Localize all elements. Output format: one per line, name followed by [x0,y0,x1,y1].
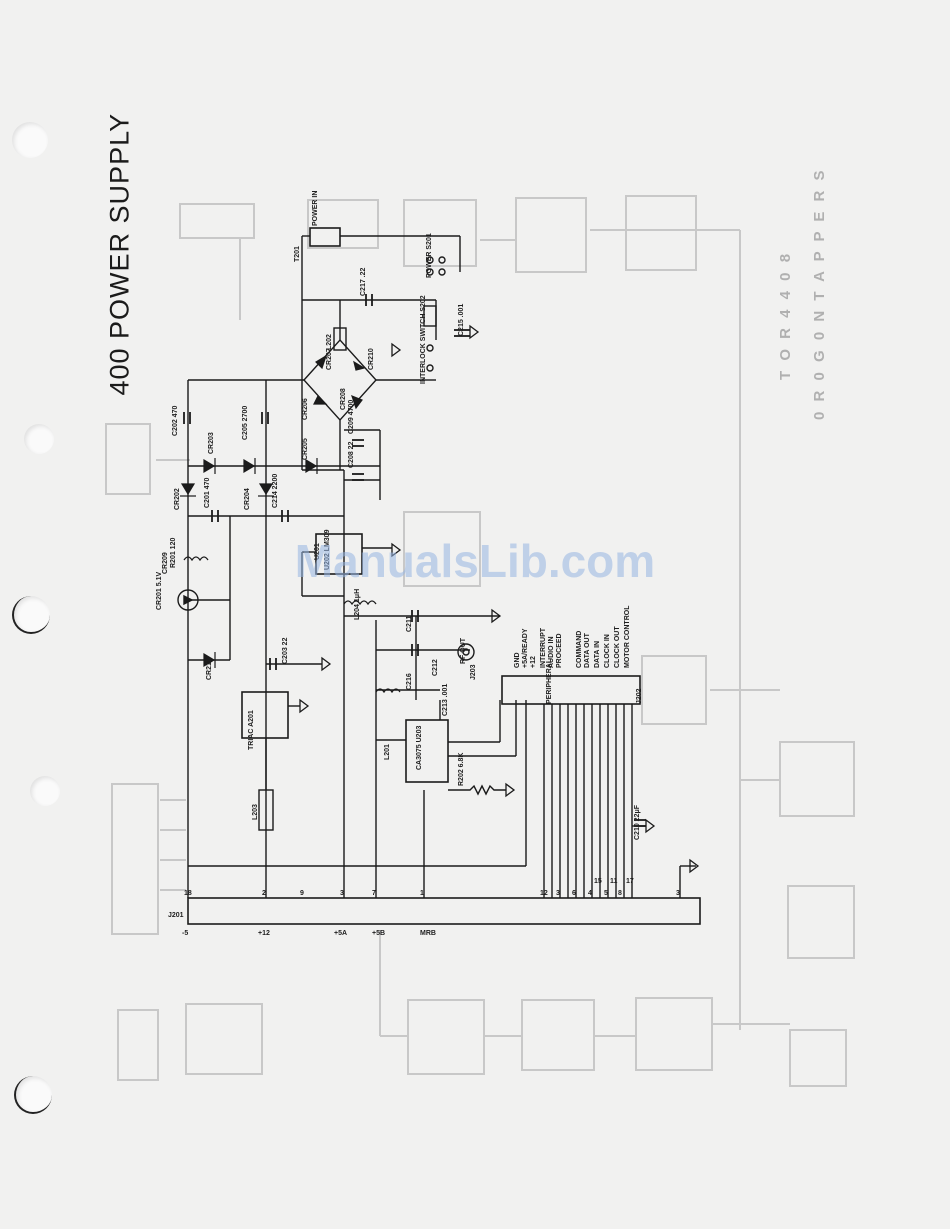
signal-label: GND [514,652,521,668]
component-label: CR206 [302,398,309,420]
component-label: R202 6.8K [458,752,465,786]
component-label: C202 470 [172,405,179,436]
pin-number: 17 [626,878,634,885]
pin-number: 11 [610,878,618,885]
component-label: C213 .001 [442,683,449,716]
signal-label: CLOCK IN [604,634,611,668]
component-label: C217 .22 [360,267,367,296]
component-label: C212 [432,659,439,676]
diode-symbols [180,354,366,668]
component-label: CA3075 U203 [416,725,423,770]
component-label: C211 [406,615,413,632]
component-label: C201 470 [204,477,211,508]
component-label: CR208 [340,388,347,410]
pin-number: 5 [604,890,608,897]
component-label: L204 1μH [354,588,361,620]
j202-label: J202 [636,688,643,704]
signal-label: CLOCK OUT [614,626,621,668]
signal-label: DATA OUT [584,633,591,668]
capacitor-symbols [183,294,646,827]
pin-number: 2 [262,890,266,897]
signal-label: +5A/READY [522,628,529,668]
pin-number: 7 [372,890,376,897]
component-label: CR203 [208,432,215,454]
component-label: CR202 [174,488,181,510]
punch-hole [24,424,54,454]
component-label: C216 [406,673,413,690]
pin-number: 12 [540,890,548,897]
component-label: CR211 [206,658,213,680]
schematic-wiring [187,227,701,925]
pin-number: 1 [420,890,424,897]
page-title: 400 POWER SUPPLY [104,112,135,396]
led-symbol [177,589,199,611]
punch-hole [12,122,48,158]
component-label: CR205 [302,438,309,460]
signal-label: PROCEED [556,633,563,668]
component-label: J203 [470,664,477,680]
component-label: POWER S201 [426,233,433,278]
signal-label: DATA IN [594,640,601,668]
pin-number: 3 [556,890,560,897]
peripheral-label: PERIPHERAL [546,658,553,704]
background-heading: 0 R 0 G 0 N T A P P E R S [811,167,828,420]
rail-label: +5A [334,930,348,937]
signal-label: COMMAND [576,630,583,668]
component-label: C205 2700 [242,405,249,440]
ground-symbols [299,324,700,874]
component-label: CR207 [326,348,333,370]
pin-number: 9 [300,890,304,897]
component-label: C208 22 [348,441,355,468]
component-label: L201 [384,744,391,760]
component-label: C214 2200 [272,473,279,508]
faint-block-diagram [105,195,855,1087]
component-label: C209 4700 [348,399,355,434]
inductor-symbols [183,556,401,694]
component-label: TRIAC A201 [248,710,255,750]
pin-number: 3 [676,890,680,897]
watermark: ManualsLib.com [294,535,656,587]
pin-number: 3 [340,890,344,897]
punch-hole [30,776,60,806]
component-label: T201 [294,246,301,262]
component-label: C210 22μF [634,804,641,840]
rail-label: -5 [182,930,189,937]
pin-number: 15 [594,878,602,885]
rail-label: MRB [420,930,436,937]
signal-label: +12 [530,656,537,668]
background-subheading: T O R 4 4 0 8 [777,250,794,380]
component-label: INTERLOCK SWITCH S202 [420,295,427,384]
pin-number: 6 [572,890,576,897]
component-label: CR204 [244,488,251,510]
punch-hole [14,1076,52,1114]
component-label: POWER IN [312,190,319,226]
punch-hole [12,596,50,634]
component-label: C215 .001 [458,303,465,336]
component-label: CR210 [368,348,375,370]
pin-number: 18 [184,890,192,897]
component-label: L203 [252,804,259,820]
pin-number: 8 [618,890,622,897]
rail-label: +12 [258,930,270,937]
rail-label: +5B [372,930,386,937]
signal-label: MOTOR CONTROL [624,605,631,668]
connector-label: J201 [168,912,184,919]
component-label: RF OUT [460,637,467,664]
pin-number: 4 [588,890,592,897]
component-label: C203 22 [282,637,289,664]
